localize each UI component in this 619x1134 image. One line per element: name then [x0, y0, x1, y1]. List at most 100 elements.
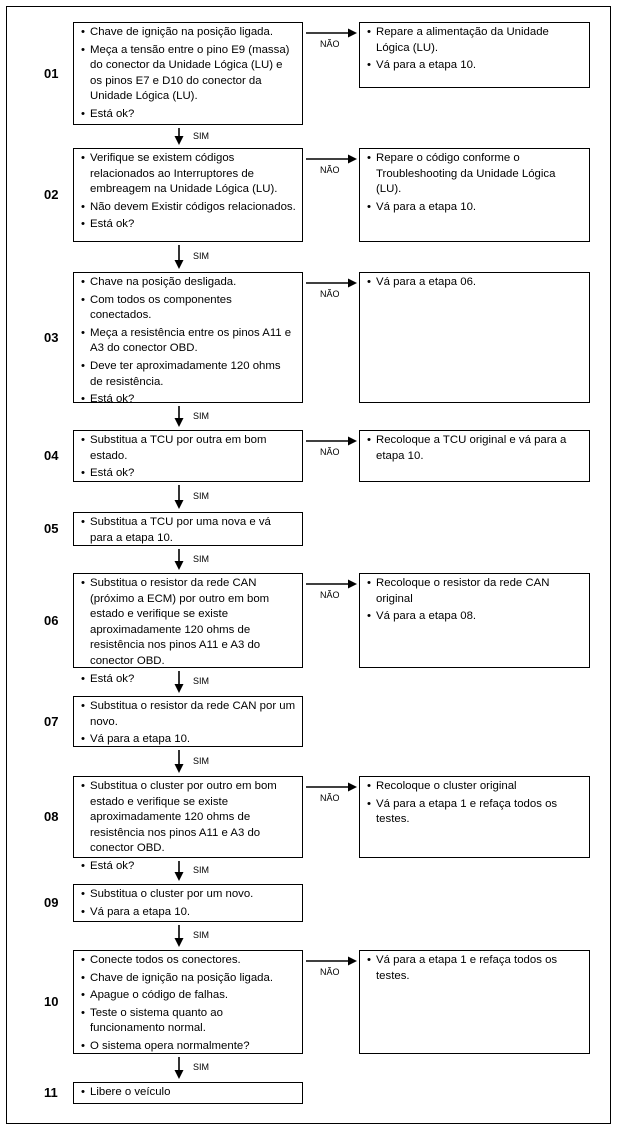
- no-branch-box: Recoloque a TCU original e vá para a eta…: [359, 430, 590, 482]
- action-box: Verifique se existem códigos relacionado…: [73, 148, 303, 242]
- action-item: Meça a tensão entre o pino E9 (massa) do…: [81, 43, 296, 105]
- step-number: 04: [44, 448, 59, 463]
- no-label: NÃO: [320, 289, 340, 299]
- action-box: Libere o veículo: [73, 1082, 303, 1104]
- action-item: Substitua o resistor da rede CAN por um …: [81, 699, 296, 730]
- yes-arrow-icon: [174, 925, 184, 947]
- action-box: Chave na posição desligada. Com todos os …: [73, 272, 303, 407]
- no-branch-item: Vá para a etapa 08.: [367, 609, 583, 625]
- step-number: 07: [44, 713, 59, 729]
- yes-label: SIM: [193, 930, 210, 940]
- action-item: Está ok?: [81, 217, 296, 233]
- no-branch-box: Recoloque o cluster original Vá para a et…: [359, 776, 590, 858]
- action-item: Vá para a etapa 10.: [81, 732, 296, 748]
- action-item: Substitua a TCU por outra em bom estado.: [81, 433, 296, 464]
- yes-arrow-icon: [174, 861, 184, 881]
- yes-label: SIM: [193, 251, 210, 261]
- no-branch-item: Vá para a etapa 06.: [367, 275, 583, 291]
- action-box: Substitua a TCU por outra em bom estado.…: [73, 430, 303, 482]
- no-branch-item: Recoloque a TCU original e vá para a eta…: [367, 433, 583, 464]
- yes-label: SIM: [193, 491, 210, 501]
- yes-arrow-icon: [174, 671, 184, 693]
- action-box: Substitua o cluster por um novo. Vá para …: [73, 884, 303, 922]
- yes-arrow-icon: [174, 128, 184, 145]
- action-box: Conecte todos os conectores. Chave de ign…: [73, 950, 303, 1054]
- action-item: Conecte todos os conectores.: [81, 953, 296, 969]
- action-item: Substitua o cluster por outro em bom est…: [81, 779, 296, 857]
- no-label: NÃO: [320, 165, 340, 175]
- no-branch-box: Recoloque o resistor da rede CAN origina…: [359, 573, 590, 668]
- action-box: Substitua o resistor da rede CAN por um …: [73, 696, 303, 747]
- action-item: Vá para a etapa 10.: [81, 905, 296, 921]
- yes-label: SIM: [193, 410, 210, 421]
- action-item: Apague o código de falhas.: [81, 988, 296, 1004]
- no-label: NÃO: [320, 967, 340, 977]
- no-arrow-icon: [306, 28, 357, 38]
- no-branch-item: Vá para a etapa 1 e refaça todos os test…: [367, 953, 583, 984]
- action-item: Meça a resistência entre os pinos A11 e …: [81, 326, 296, 357]
- no-arrow-icon: [306, 782, 357, 792]
- action-item: Não devem Existir códigos relacionados.: [81, 200, 296, 216]
- action-item: Está ok?: [81, 672, 296, 688]
- yes-label: SIM: [193, 130, 210, 141]
- yes-label: SIM: [193, 865, 210, 875]
- action-item: Verifique se existem códigos relacionado…: [81, 151, 296, 198]
- yes-arrow-icon: [174, 1057, 184, 1079]
- no-label: NÃO: [320, 447, 340, 457]
- action-item: Chave de ignição na posição ligada.: [81, 971, 296, 987]
- no-arrow-icon: [306, 154, 357, 164]
- step-number: 09: [44, 895, 59, 910]
- action-item: Está ok?: [81, 107, 296, 123]
- step-number: 11: [44, 1085, 58, 1100]
- action-item: Chave na posição desligada.: [81, 275, 296, 291]
- no-branch-item: Vá para a etapa 10.: [367, 58, 583, 74]
- action-box: Chave de ignição na posição ligada. Meça …: [73, 22, 303, 125]
- step-number: 08: [44, 809, 59, 824]
- action-item: Está ok?: [81, 392, 296, 408]
- yes-label: SIM: [193, 755, 210, 766]
- action-item: Está ok?: [81, 859, 296, 875]
- action-item: Chave de ignição na posição ligada.: [81, 25, 296, 41]
- no-branch-item: Vá para a etapa 10.: [367, 200, 583, 216]
- no-arrow-icon: [306, 579, 357, 589]
- step-number: 10: [44, 994, 59, 1009]
- step-number: 06: [44, 612, 59, 628]
- yes-arrow-icon: [174, 245, 184, 269]
- step-number: 01: [44, 65, 59, 81]
- no-branch-box: Repare a alimentação da Unidade Lógica (…: [359, 22, 590, 88]
- no-label: NÃO: [320, 793, 340, 803]
- step-number: 05: [44, 521, 59, 536]
- action-item: Substitua o cluster por um novo.: [81, 887, 296, 903]
- action-item: Está ok?: [81, 466, 296, 482]
- yes-arrow-icon: [174, 485, 184, 509]
- action-item: Deve ter aproximadamente 120 ohms de res…: [81, 359, 296, 390]
- step-number: 02: [44, 187, 59, 202]
- no-branch-item: Repare o código conforme o Troubleshooti…: [367, 151, 583, 198]
- no-branch-box: Vá para a etapa 06.: [359, 272, 590, 403]
- action-item: Com todos os componentes conectados.: [81, 293, 296, 324]
- yes-label: SIM: [193, 1062, 210, 1072]
- no-arrow-icon: [306, 956, 357, 966]
- action-box: Substitua o resistor da rede CAN (próxim…: [73, 573, 303, 687]
- no-branch-item: Repare a alimentação da Unidade Lógica (…: [367, 25, 583, 56]
- no-branch-item: Vá para a etapa 1 e refaça todos os test…: [367, 797, 583, 828]
- diagram-frame: [6, 6, 611, 1124]
- no-arrow-icon: [306, 436, 357, 446]
- no-branch-box: Vá para a etapa 1 e refaça todos os test…: [359, 950, 590, 1054]
- action-box: Substitua o cluster por outro em bom est…: [73, 776, 303, 874]
- action-item: Teste o sistema quanto ao funcionamento …: [81, 1006, 296, 1037]
- action-item: Substitua o resistor da rede CAN (próxim…: [81, 576, 296, 670]
- yes-arrow-icon: [174, 406, 184, 427]
- no-branch-item: Recoloque o resistor da rede CAN origina…: [367, 576, 583, 607]
- step-number: 03: [44, 329, 59, 345]
- yes-label: SIM: [193, 676, 210, 686]
- no-arrow-icon: [306, 278, 357, 288]
- yes-label: SIM: [193, 553, 210, 564]
- no-label: NÃO: [320, 39, 340, 49]
- action-item: Substitua a TCU por uma nova e vá para a…: [81, 515, 296, 546]
- action-item: O sistema opera normalmente?: [81, 1039, 296, 1055]
- yes-arrow-icon: [174, 549, 184, 570]
- no-branch-item: Recoloque o cluster original: [367, 779, 583, 795]
- yes-arrow-icon: [174, 750, 184, 773]
- action-item: Libere o veículo: [81, 1085, 296, 1101]
